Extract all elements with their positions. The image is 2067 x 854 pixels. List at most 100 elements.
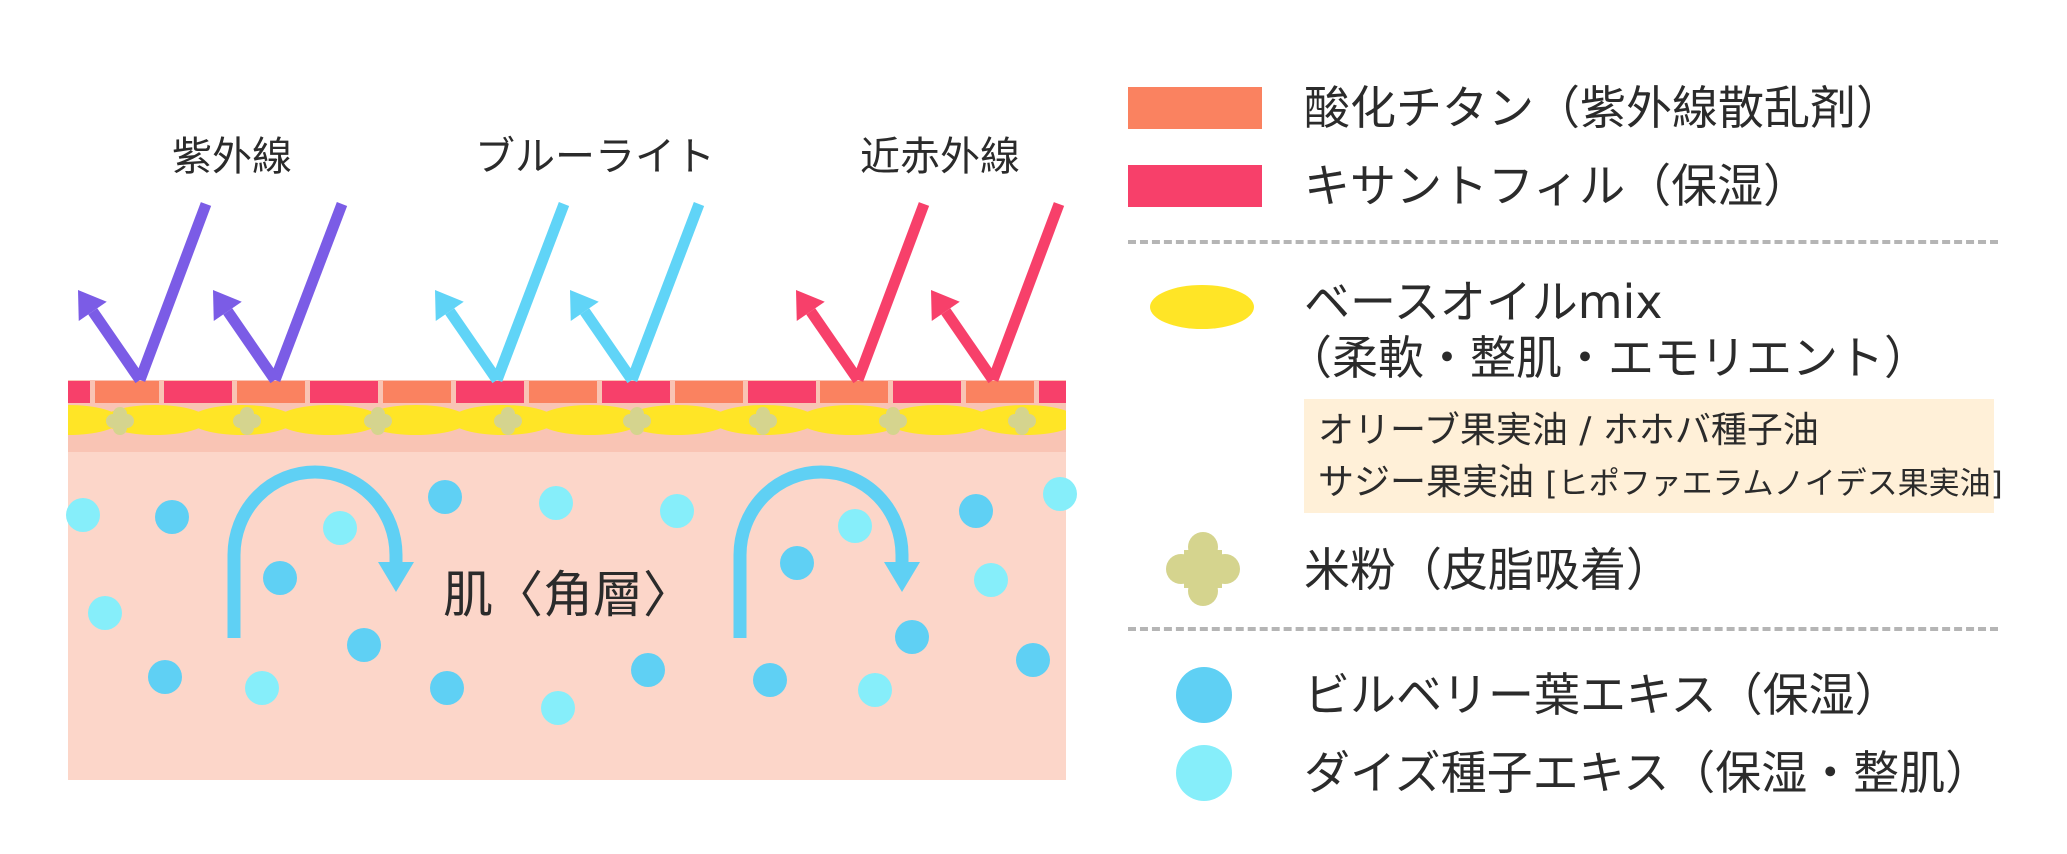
base-oil-droplet	[277, 405, 381, 435]
bilberry-extract-dot	[155, 500, 189, 534]
bilberry-extract-dot	[959, 494, 993, 528]
skin-brick	[383, 381, 451, 403]
soybean-extract-dot	[1043, 477, 1077, 511]
soybean-swatch	[1176, 745, 1232, 801]
base-oil-label: ベースオイルmix	[1304, 275, 1663, 329]
rice-powder-particle	[364, 407, 392, 435]
incoming-ray	[134, 202, 212, 382]
titanium-swatch	[1128, 87, 1262, 129]
bilberry-label: ビルベリー葉エキス（保湿）	[1304, 668, 1901, 722]
legend-divider-2	[1128, 627, 1998, 631]
rice-powder-swatch	[1166, 532, 1240, 606]
circulation-arrow-layer	[227, 465, 920, 638]
soybean-extract-dot	[974, 563, 1008, 597]
oil-ingredients-box: オリーブ果実油 / ホホバ種子油 サジー果実油 [ヒポファエラムノイデス果実油]	[1304, 399, 2003, 513]
near-infrared-label: 近赤外線	[860, 134, 1020, 180]
blue-light-label: ブルーライト	[475, 134, 715, 180]
skin-brick	[310, 381, 378, 403]
base-oil-droplet	[799, 405, 903, 435]
skin-brick	[95, 381, 159, 403]
soybean-label: ダイズ種子エキス（保湿・整肌）	[1304, 746, 1992, 800]
reflected-arrowhead	[796, 290, 825, 322]
reflected-ray	[223, 308, 280, 384]
bilberry-extract-dot	[631, 653, 665, 687]
skin-brick	[748, 381, 816, 403]
legend-item-xanthophyll: キサントフィル（保湿）	[1128, 158, 1809, 214]
reflected-ray	[88, 308, 145, 384]
base-oil-droplet	[538, 405, 642, 435]
xanthophyll-label: キサントフィル（保湿）	[1304, 159, 1810, 213]
incoming-ray	[626, 202, 705, 382]
skin-brick	[237, 381, 305, 403]
base-oil-droplet	[364, 405, 468, 435]
reflected-arrowhead	[435, 290, 464, 322]
circulation-arrowhead	[884, 562, 920, 592]
rice-powder-particle	[623, 407, 651, 435]
incoming-ray	[852, 202, 930, 382]
bilberry-extract-dot	[753, 663, 787, 697]
base-oil-effect: （柔軟・整肌・エモリエント）	[1286, 331, 1930, 385]
bilberry-extract-dot	[428, 480, 462, 514]
bilberry-extract-dot	[1016, 643, 1050, 677]
base-oil-droplet	[625, 405, 729, 435]
rice-powder-particle	[749, 407, 777, 435]
skin-brick	[820, 381, 888, 403]
skin-brick	[164, 381, 232, 403]
reflected-ray	[445, 308, 502, 384]
skin-brick	[68, 381, 90, 403]
reflected-arrowhead	[78, 290, 107, 322]
bilberry-extract-dot	[347, 628, 381, 662]
rice-powder-particle	[879, 407, 907, 435]
soybean-extract-dot	[539, 486, 573, 520]
base-oil-droplet	[886, 405, 990, 435]
skin-brick	[529, 381, 597, 403]
rice-powder-particle	[494, 407, 522, 435]
bilberry-extract-dot	[263, 561, 297, 595]
bilberry-extract-dot	[895, 620, 929, 654]
circulation-arrow	[227, 465, 403, 638]
ingredients-line-2-inci: [ヒポファエラムノイデス果実油]	[1545, 466, 2003, 502]
incoming-ray	[987, 202, 1065, 382]
reflected-ray	[806, 308, 863, 384]
skin-diagram: 紫外線 ブルーライト 近赤外線 肌〈角層〉	[66, 134, 1077, 780]
circulation-arrowhead	[378, 562, 414, 592]
rice-powder-label: 米粉（皮脂吸着）	[1304, 543, 1672, 597]
skin-label: 肌〈角層〉	[443, 566, 693, 624]
soybean-extract-dot	[858, 673, 892, 707]
soybean-extract-dot	[838, 509, 872, 543]
reflected-arrowhead	[570, 290, 599, 322]
bilberry-extract-dot	[148, 660, 182, 694]
skin-brick	[893, 381, 961, 403]
ingredients-line-1: オリーブ果実油 / ホホバ種子油	[1318, 410, 1819, 451]
reflected-arrowhead	[931, 290, 960, 322]
reflected-arrowhead	[213, 290, 242, 322]
legend-divider	[1128, 240, 1998, 244]
circulation-arrow	[733, 465, 909, 638]
extract-dot-layer	[66, 477, 1077, 725]
soybean-extract-dot	[323, 511, 357, 545]
soybean-extract-dot	[88, 596, 122, 630]
base-oil-swatch	[1150, 285, 1254, 329]
legend-item-titanium: 酸化チタン（紫外線散乱剤）	[1128, 80, 1902, 136]
bilberry-extract-dot	[780, 546, 814, 580]
reflected-ray	[580, 308, 637, 384]
skin-brick	[456, 381, 524, 403]
titanium-label: 酸化チタン（紫外線散乱剤）	[1304, 81, 1902, 135]
bilberry-extract-dot	[430, 671, 464, 705]
rice-powder-layer	[106, 407, 1036, 435]
soybean-extract-dot	[660, 494, 694, 528]
skin-brick	[675, 381, 743, 403]
skin-brick	[602, 381, 670, 403]
soybean-extract-dot	[245, 671, 279, 705]
rice-powder-particle	[1008, 407, 1036, 435]
base-oil-droplet	[68, 405, 120, 435]
rice-powder-particle	[106, 407, 134, 435]
reflected-ray	[941, 308, 998, 384]
incoming-ray	[491, 202, 570, 382]
skin-brick	[966, 381, 1034, 403]
uv-label: 紫外線	[172, 134, 292, 180]
skin-brick	[1039, 381, 1066, 403]
rice-powder-particle	[233, 407, 261, 435]
bilberry-swatch	[1176, 667, 1232, 723]
xanthophyll-swatch	[1128, 165, 1262, 207]
